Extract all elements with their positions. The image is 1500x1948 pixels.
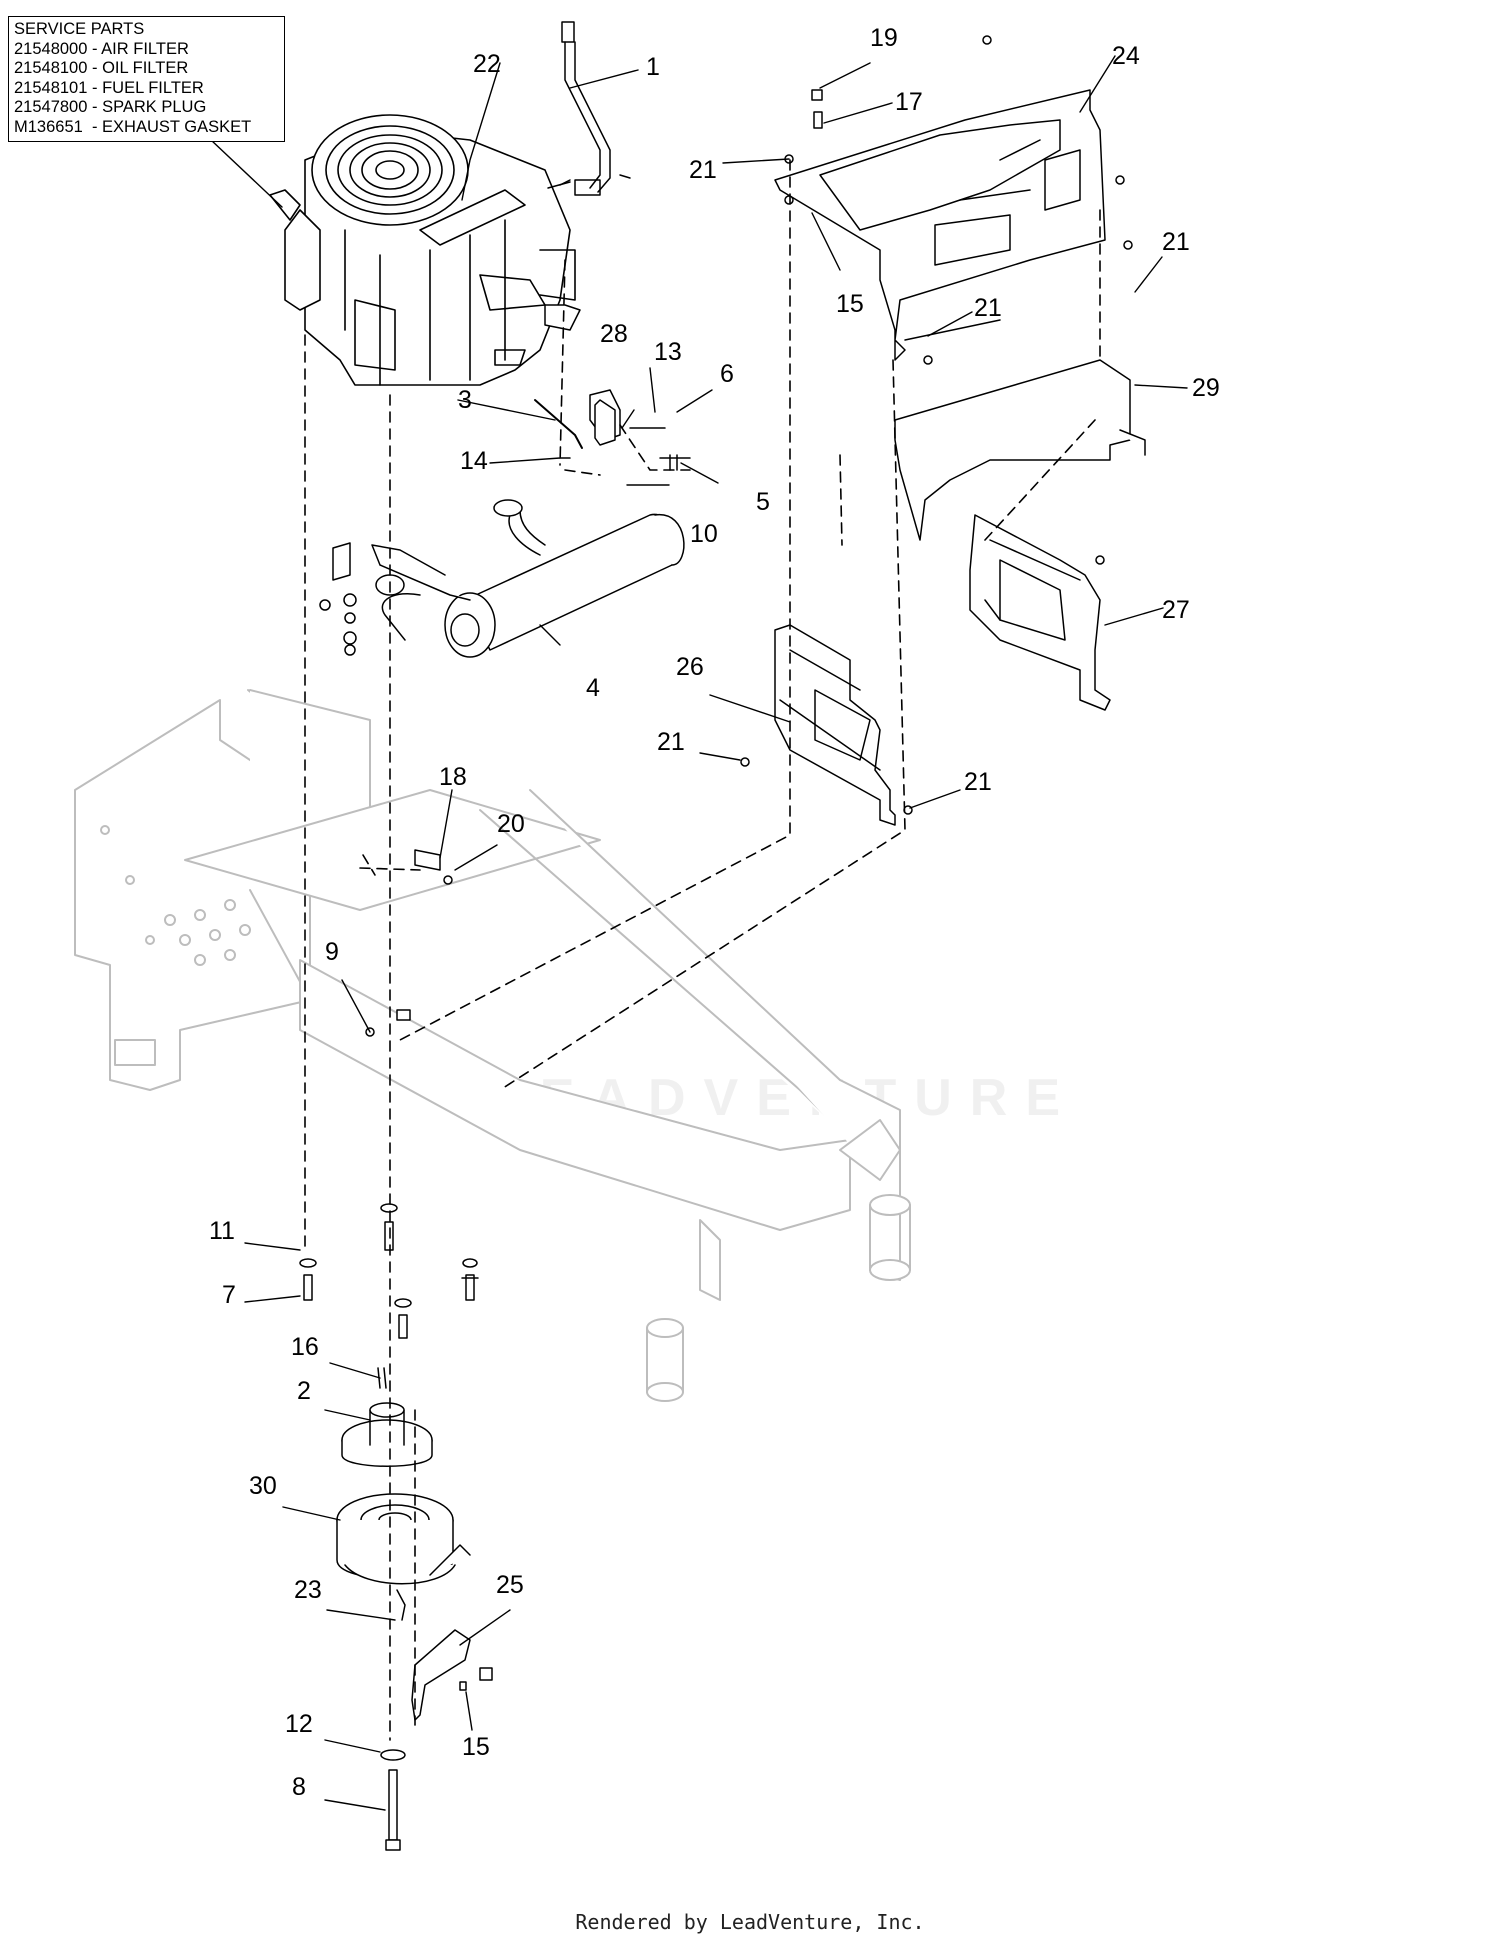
callout-7: 7 bbox=[222, 1281, 236, 1309]
callout-4: 4 bbox=[586, 674, 600, 702]
hardware bbox=[299, 35, 1133, 1851]
callout-15-a: 15 bbox=[836, 290, 864, 318]
callout-5: 5 bbox=[756, 488, 770, 516]
callout-21-c: 21 bbox=[974, 294, 1002, 322]
service-part-oil-filter: 21548100 - OIL FILTER bbox=[14, 59, 189, 78]
bracket-28 bbox=[414, 174, 631, 871]
footer-credit: Rendered by LeadVenture, Inc. bbox=[575, 1910, 925, 1934]
callout-2: 2 bbox=[297, 1377, 311, 1405]
service-part-exhaust-gasket: M136651 - EXHAUST GASKET bbox=[14, 117, 252, 136]
callout-29: 29 bbox=[1192, 374, 1220, 402]
callout-15-b: 15 bbox=[462, 1733, 490, 1761]
callout-21-e: 21 bbox=[964, 768, 992, 796]
clutch bbox=[336, 1493, 471, 1621]
callout-19: 19 bbox=[870, 24, 898, 52]
callout-8: 8 bbox=[292, 1773, 306, 1801]
service-parts-box: SERVICE PARTS 21548000 - AIR FILTER 2154… bbox=[8, 16, 285, 142]
callout-10: 10 bbox=[690, 520, 718, 548]
panel-27 bbox=[969, 514, 1111, 711]
callout-12: 12 bbox=[285, 1710, 313, 1738]
callout-28: 28 bbox=[600, 320, 628, 348]
callout-21-d: 21 bbox=[657, 728, 685, 756]
chassis-frame bbox=[74, 689, 911, 1402]
callout-20: 20 bbox=[497, 810, 525, 838]
callout-27: 27 bbox=[1162, 596, 1190, 624]
heat-shield bbox=[774, 89, 1106, 361]
callout-13: 13 bbox=[654, 338, 682, 366]
callout-22: 22 bbox=[473, 50, 501, 78]
muffler bbox=[332, 499, 685, 658]
callout-17: 17 bbox=[895, 88, 923, 116]
callout-3: 3 bbox=[458, 386, 472, 414]
engine bbox=[269, 114, 576, 386]
callout-21-b: 21 bbox=[1162, 228, 1190, 256]
panel-26 bbox=[774, 624, 896, 826]
callout-6: 6 bbox=[720, 360, 734, 388]
assembly-lines bbox=[304, 159, 1101, 1741]
fuel-line bbox=[547, 21, 611, 196]
guard-29 bbox=[894, 359, 1146, 541]
callout-26: 26 bbox=[676, 653, 704, 681]
bracket-25 bbox=[411, 1629, 493, 1721]
service-part-spark-plug: 21547800 - SPARK PLUG bbox=[14, 98, 207, 117]
callout-14: 14 bbox=[460, 447, 488, 475]
service-part-fuel-filter: 21548101 - FUEL FILTER bbox=[14, 78, 204, 97]
pulley bbox=[341, 1367, 433, 1467]
callout-21-a: 21 bbox=[689, 156, 717, 184]
service-part-air-filter: 21548000 - AIR FILTER bbox=[14, 39, 189, 58]
leader-lines bbox=[210, 55, 1188, 1811]
callout-9: 9 bbox=[325, 938, 339, 966]
callout-23: 23 bbox=[294, 1576, 322, 1604]
callout-1: 1 bbox=[646, 53, 660, 81]
callout-16: 16 bbox=[291, 1333, 319, 1361]
service-parts-title: SERVICE PARTS bbox=[14, 20, 145, 38]
callout-25: 25 bbox=[496, 1571, 524, 1599]
callout-30: 30 bbox=[249, 1472, 277, 1500]
callout-11: 11 bbox=[209, 1217, 235, 1245]
callout-18: 18 bbox=[439, 763, 467, 791]
callout-24: 24 bbox=[1112, 42, 1140, 70]
